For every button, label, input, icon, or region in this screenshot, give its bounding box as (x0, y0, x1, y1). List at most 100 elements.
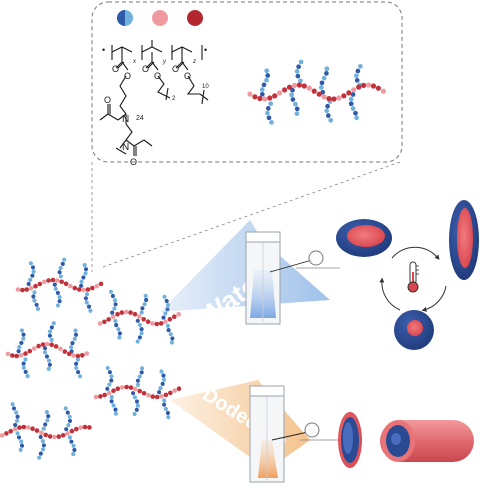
bead (65, 431, 70, 436)
bead (114, 323, 119, 328)
water-beam (160, 220, 330, 312)
atom-o-1: O (112, 64, 119, 74)
bead (325, 113, 331, 118)
bead (289, 92, 294, 98)
subscript-z: z (192, 59, 196, 65)
bead (67, 435, 72, 440)
bead (139, 327, 144, 332)
bead (15, 287, 21, 292)
legend-linker-icon (152, 10, 168, 26)
bead (110, 293, 115, 299)
bead (81, 275, 86, 280)
bead (13, 422, 18, 428)
ellipsoid-micelle-left (336, 219, 392, 257)
bead (298, 78, 303, 84)
bead (291, 82, 298, 89)
bead (137, 322, 142, 327)
bead (64, 427, 69, 432)
bead (109, 399, 114, 404)
bead (82, 263, 87, 268)
thermometer-icon (407, 261, 419, 293)
bead (69, 428, 75, 434)
bead (168, 390, 173, 396)
bead (42, 346, 48, 351)
bead (51, 321, 56, 326)
bead (83, 267, 89, 272)
bead (366, 82, 372, 88)
bead (38, 451, 43, 456)
bead (259, 91, 265, 97)
bead (57, 295, 62, 300)
bead (143, 293, 148, 298)
atom-o-2: O (124, 71, 131, 81)
bead (311, 88, 317, 94)
bead (296, 64, 301, 70)
bead (137, 388, 142, 394)
bead (73, 332, 79, 337)
bead (290, 97, 296, 102)
bead (32, 298, 37, 303)
bead (172, 314, 177, 320)
bead (139, 331, 144, 336)
bead (108, 289, 114, 294)
bead (144, 297, 149, 303)
bead (88, 308, 93, 313)
bead (341, 93, 347, 99)
bead (31, 346, 37, 351)
bead (4, 431, 9, 436)
bead (113, 407, 118, 412)
bead (301, 83, 307, 89)
bead (38, 434, 43, 440)
bead (134, 399, 140, 404)
bead (135, 378, 140, 383)
bead (380, 88, 386, 94)
bead (117, 335, 122, 340)
bead (267, 95, 273, 101)
bead (98, 394, 103, 399)
bead (79, 283, 84, 288)
bead (113, 411, 118, 416)
bead (35, 306, 41, 311)
bottlebrush-5 (0, 402, 92, 460)
bead (105, 386, 110, 391)
bead (141, 391, 147, 396)
bead (93, 394, 99, 400)
bead (97, 321, 103, 326)
bead (46, 414, 51, 419)
bead (328, 117, 334, 123)
bead (28, 261, 33, 266)
bead (85, 287, 91, 292)
bead (163, 392, 169, 398)
bead (66, 351, 72, 357)
bead (168, 332, 173, 337)
dodecane-pointer-line (271, 431, 309, 441)
bead (135, 339, 140, 344)
svg-text:•: • (102, 45, 105, 55)
bead (82, 424, 88, 430)
bead (355, 68, 361, 74)
bead (107, 370, 112, 375)
bead (67, 418, 73, 423)
bead (34, 302, 39, 307)
bead (316, 91, 322, 97)
subscript-n: 24 (136, 115, 144, 122)
atom-o-6: O (184, 71, 191, 81)
bead (44, 410, 49, 415)
bead (265, 73, 271, 78)
bead (21, 361, 26, 366)
bead (102, 392, 107, 398)
bead (159, 394, 164, 399)
bead (165, 410, 170, 416)
bead (12, 426, 18, 432)
bead (78, 425, 83, 430)
bead (58, 265, 63, 271)
bead (21, 365, 26, 370)
bead (60, 433, 66, 438)
bead (140, 306, 145, 311)
bead (137, 374, 142, 379)
bead (14, 410, 19, 415)
bead (46, 358, 52, 363)
bead (55, 290, 60, 295)
bead (20, 287, 25, 293)
bead (16, 435, 22, 440)
